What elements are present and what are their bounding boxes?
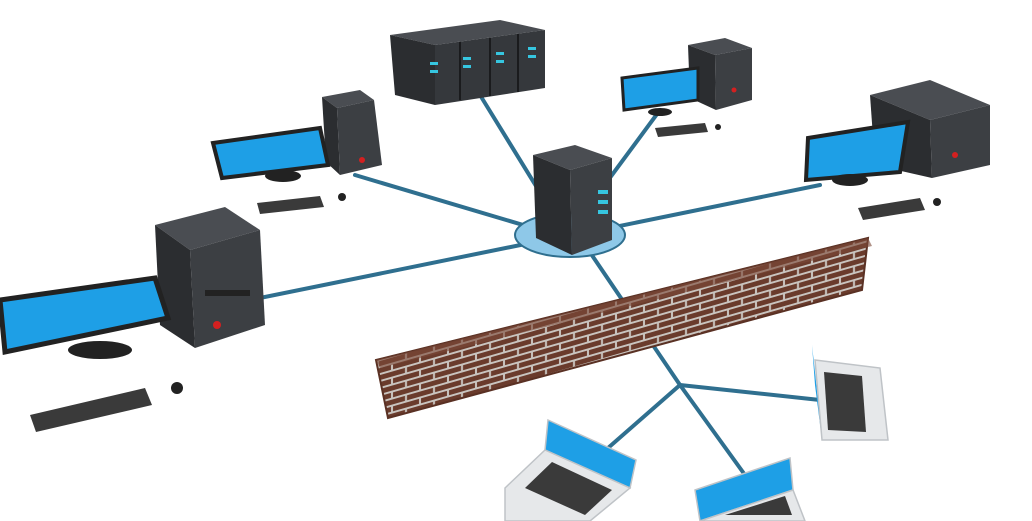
laptop-icon xyxy=(694,456,806,521)
desktop-computer-icon xyxy=(620,38,752,137)
laptop-icon xyxy=(812,345,889,441)
desktop-computer-icon xyxy=(0,207,265,432)
server-rack-icon xyxy=(390,20,545,105)
cable-laptop-left xyxy=(598,383,682,457)
firewall-brick-wall-icon xyxy=(374,236,872,420)
desktop-computer-icon xyxy=(210,90,382,214)
laptop-icon xyxy=(504,418,637,521)
cable-laptop-bottom xyxy=(678,383,747,477)
desktop-computer-icon xyxy=(803,80,990,220)
cable-laptop-right xyxy=(678,383,822,402)
central-server-icon xyxy=(533,145,612,255)
cable-desktop-right xyxy=(598,183,822,232)
cable-desktop-big-left xyxy=(248,238,547,302)
cable-desktop-mid-left xyxy=(353,173,542,232)
